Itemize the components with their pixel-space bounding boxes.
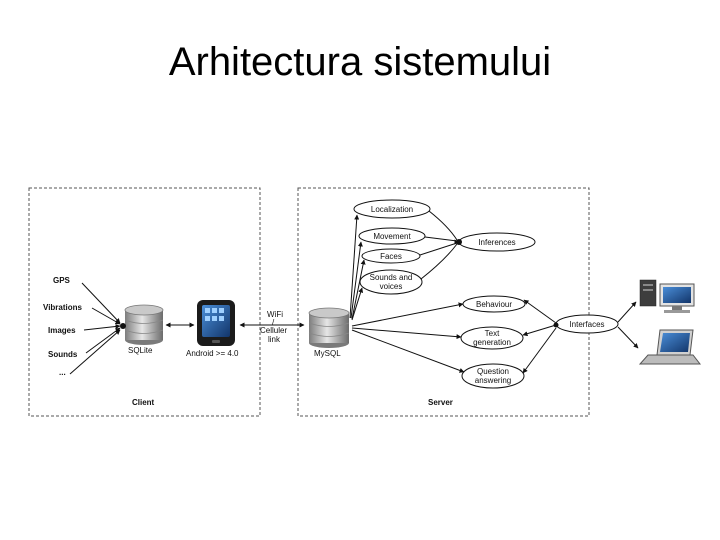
slide-title: Arhitectura sistemului bbox=[168, 40, 552, 84]
android-label: Android >= 4.0 bbox=[186, 349, 239, 358]
junction-dot bbox=[120, 323, 126, 329]
input-sounds: Sounds bbox=[48, 350, 78, 359]
node-sounds-label-1: Sounds and bbox=[370, 273, 413, 282]
client-panel bbox=[28, 187, 261, 417]
node-localization-label: Localization bbox=[371, 205, 413, 214]
node-faces-label: Faces bbox=[380, 252, 402, 261]
node-faces bbox=[361, 248, 421, 264]
link-line4: link bbox=[268, 335, 281, 344]
input-gps: GPS bbox=[53, 276, 71, 285]
junction-dot bbox=[456, 239, 462, 245]
server-arrows bbox=[349, 210, 639, 374]
smartphone-icon bbox=[197, 300, 235, 346]
link-line1: WiFi bbox=[267, 310, 283, 319]
node-qa-label-1: Question bbox=[477, 367, 509, 376]
input-arrows bbox=[69, 282, 121, 375]
node-qa-label-2: answering bbox=[475, 376, 511, 385]
sqlite-label: SQLite bbox=[128, 346, 153, 355]
input-images: Images bbox=[48, 326, 76, 335]
input-vibrations: Vibrations bbox=[43, 303, 83, 312]
node-movement-label: Movement bbox=[373, 232, 411, 241]
laptop-icon bbox=[638, 329, 702, 365]
node-localization bbox=[353, 199, 431, 219]
node-inferences-label: Inferences bbox=[478, 238, 515, 247]
client-label: Client bbox=[132, 398, 155, 407]
server-nodes bbox=[353, 199, 619, 389]
server-panel bbox=[297, 187, 590, 417]
node-interfaces-label: Interfaces bbox=[569, 320, 604, 329]
mysql-label: MySQL bbox=[314, 349, 341, 358]
link-line3: Celluler bbox=[260, 326, 287, 335]
node-movement bbox=[358, 227, 426, 245]
node-text-label-1: Text bbox=[485, 329, 500, 338]
node-behaviour-label: Behaviour bbox=[476, 300, 512, 309]
mysql-database-icon bbox=[308, 307, 350, 348]
desktop-computer-icon bbox=[639, 279, 695, 313]
node-text-label-2: generation bbox=[473, 338, 511, 347]
sqlite-database-icon bbox=[124, 304, 164, 345]
input-more: ... bbox=[59, 368, 66, 377]
node-question-answering bbox=[461, 363, 525, 389]
server-label: Server bbox=[428, 398, 453, 407]
node-sounds-label-2: voices bbox=[380, 282, 403, 291]
junction-dot bbox=[553, 322, 559, 328]
